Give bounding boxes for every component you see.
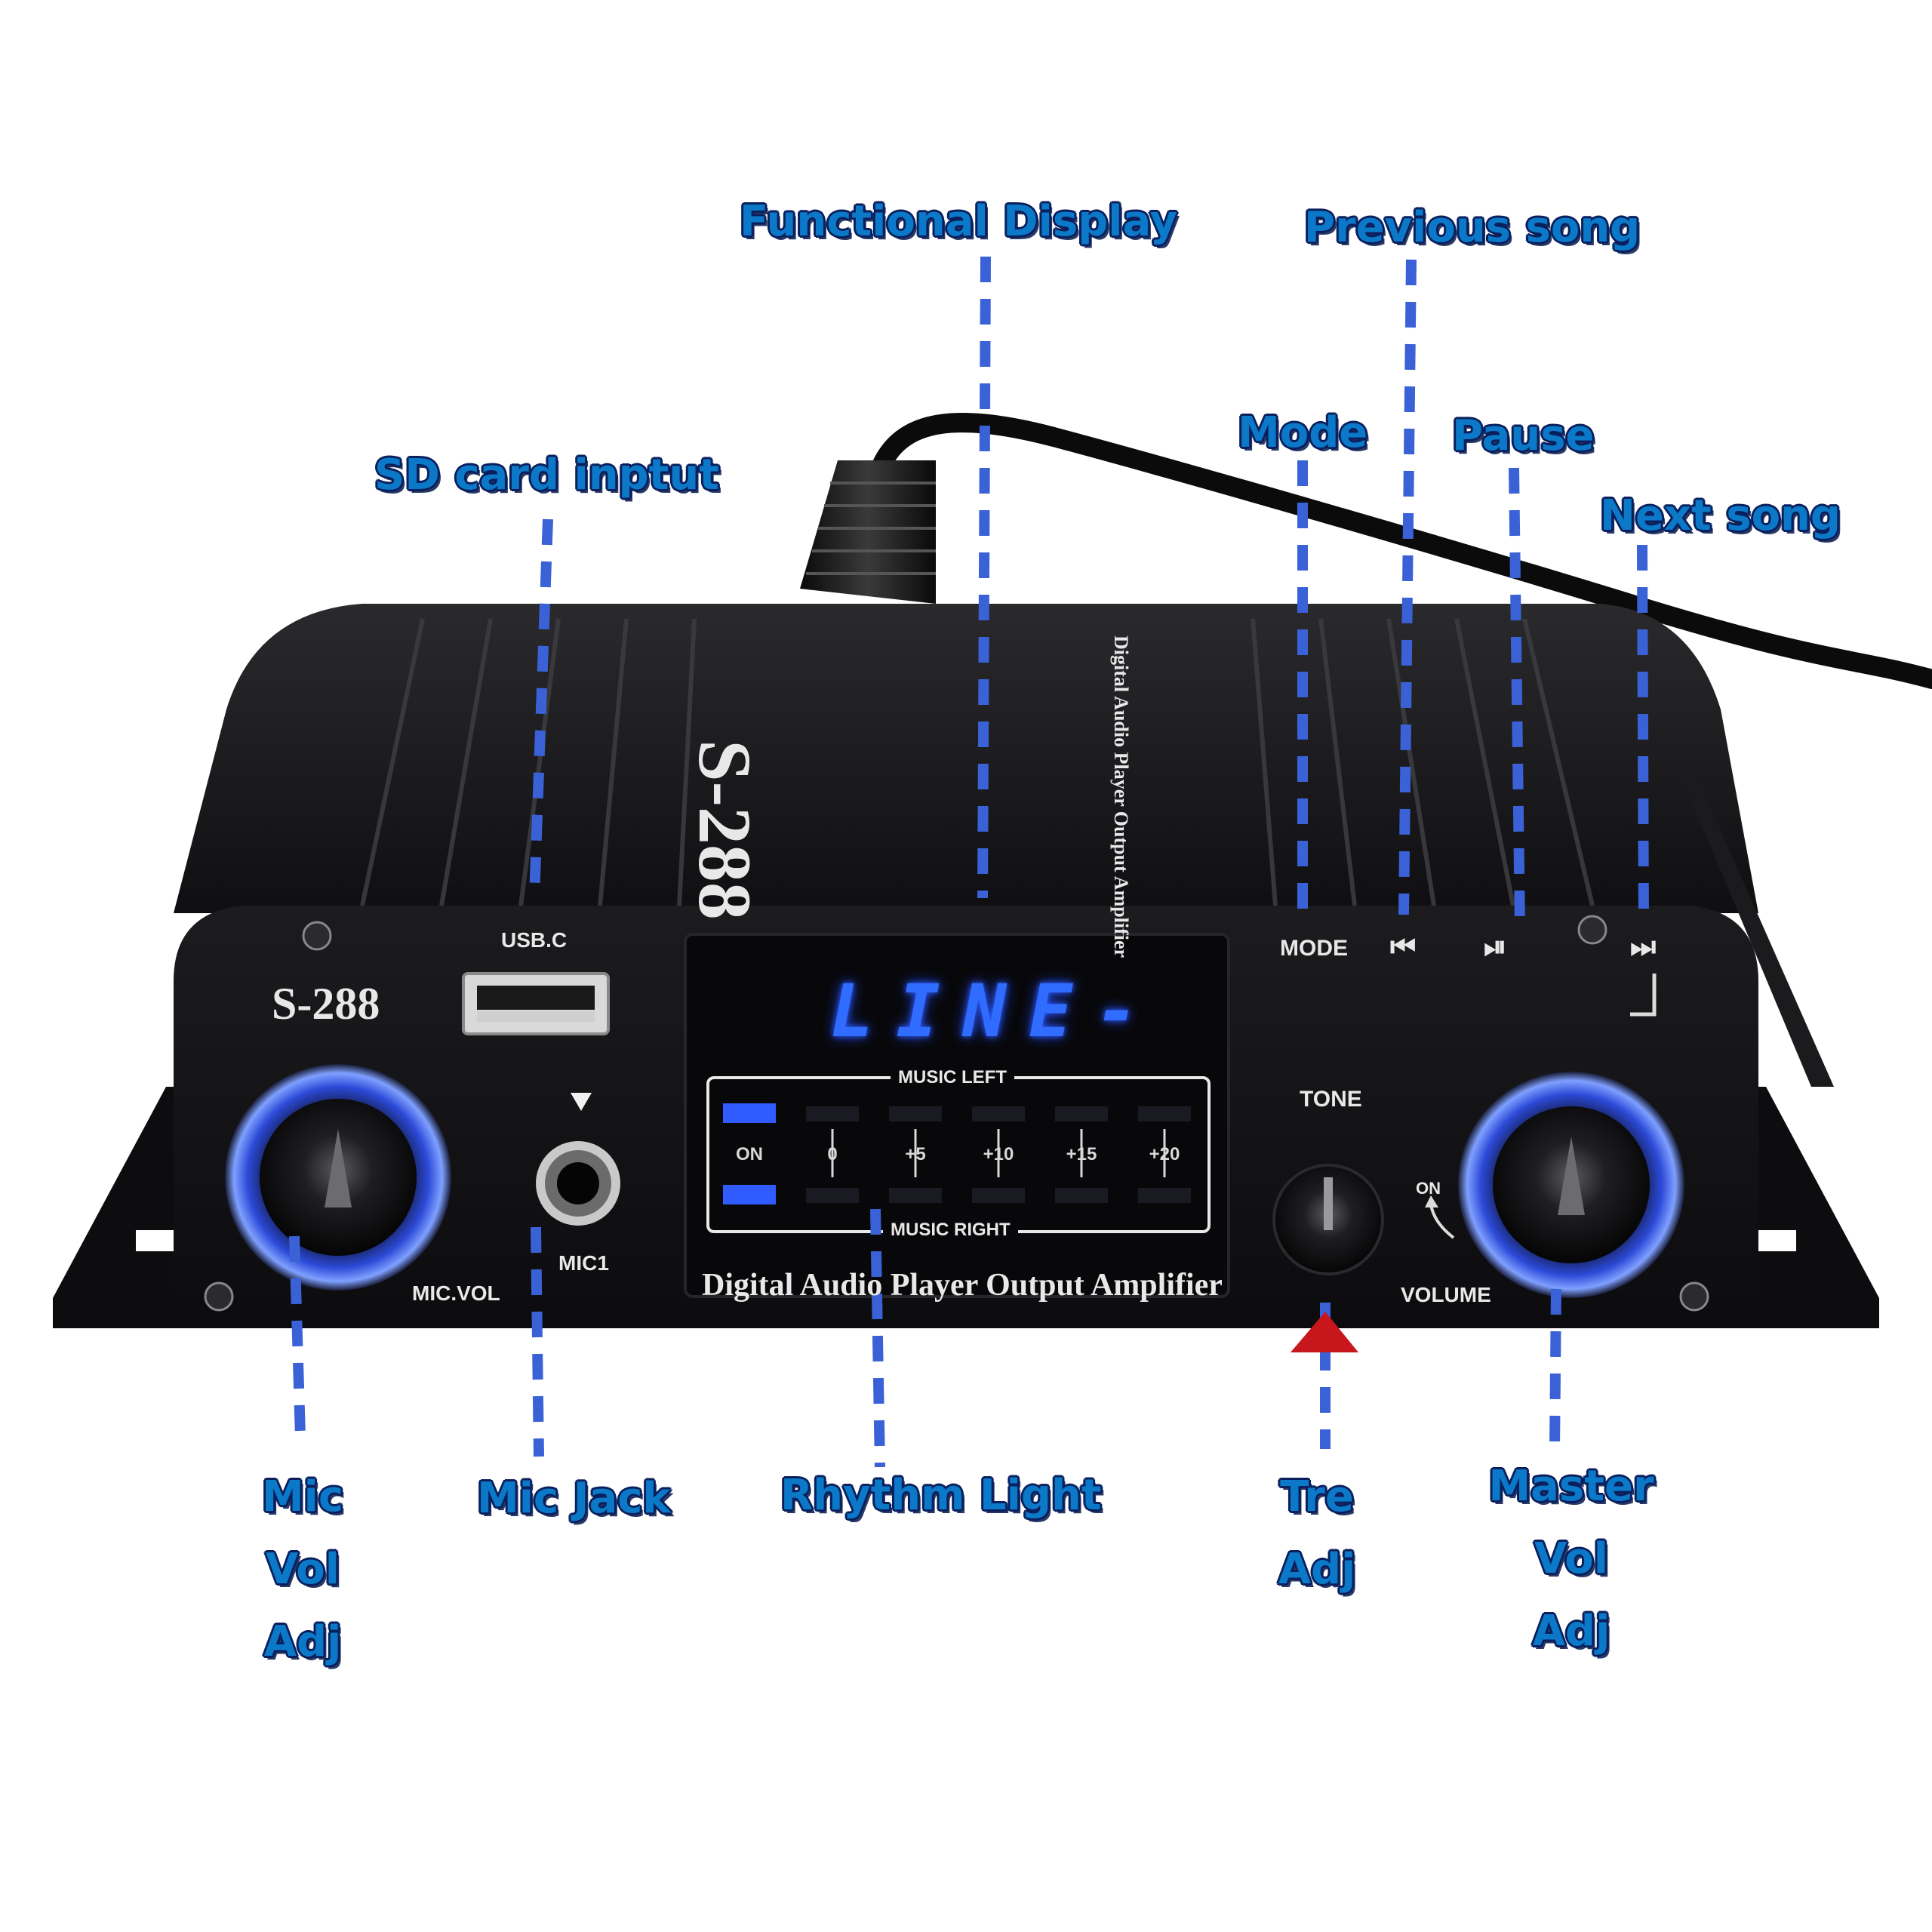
top-subtitle: Digital Audio Player Output Amplifier: [1110, 635, 1132, 958]
callout-line: Vol: [1534, 1534, 1608, 1583]
mic-jack[interactable]: [536, 1093, 620, 1226]
power-cable: [800, 413, 1932, 689]
scale-label: +5: [905, 1144, 926, 1164]
scale-label: ON: [736, 1144, 763, 1164]
play-pause-button[interactable]: ⏯: [1484, 931, 1507, 963]
bracket-icon: [1630, 974, 1657, 1017]
rhythm-light: [723, 1103, 1191, 1204]
previous-song-button[interactable]: ⏮: [1390, 931, 1417, 963]
scale-label: +15: [1066, 1144, 1097, 1164]
callout-line: Adj: [1278, 1545, 1356, 1594]
callout-master-vol-adj: Master Vol Adj: [1481, 1451, 1662, 1668]
music-left-label: MUSIC LEFT: [891, 1069, 1014, 1087]
model-front-label: S-288: [272, 979, 380, 1029]
mic-volume-knob[interactable]: [225, 1064, 451, 1291]
mic-vol-label: MIC.VOL: [412, 1281, 500, 1305]
scale-label: 0: [827, 1144, 838, 1164]
mic1-label: MIC1: [558, 1251, 609, 1275]
master-volume-knob[interactable]: [1458, 1072, 1684, 1298]
callout-line: Vol: [266, 1545, 340, 1594]
callout-mic-vol-adj: Mic Vol Adj: [254, 1461, 352, 1678]
callout-line: Master: [1488, 1462, 1654, 1511]
tone-knob[interactable]: [1272, 1164, 1384, 1275]
callout-pause: Pause: [1452, 411, 1595, 460]
callout-functional-display: Functional Display: [740, 197, 1178, 246]
next-song-button[interactable]: ⏭: [1630, 931, 1657, 963]
callout-line: Tre: [1280, 1472, 1354, 1521]
on-arrow-icon: [1425, 1195, 1455, 1239]
usb-port[interactable]: [462, 972, 610, 1035]
callout-line: Adj: [263, 1617, 342, 1666]
red-arrow-icon: [1291, 1312, 1358, 1352]
display-window: [684, 933, 1230, 1298]
callout-next-song: Next song: [1600, 491, 1841, 540]
chassis-top: [174, 604, 1834, 1087]
front-subtitle: Digital Audio Player Output Amplifier: [702, 1268, 1223, 1303]
tone-label: TONE: [1300, 1087, 1362, 1112]
screw-icon: [204, 915, 1709, 1312]
music-right-label: MUSIC RIGHT: [883, 1221, 1018, 1239]
callout-tre-adj: Tre Adj: [1268, 1461, 1366, 1606]
volume-label: VOLUME: [1401, 1283, 1491, 1306]
usb-label: USB.C: [501, 928, 568, 952]
callout-rhythm-light: Rhythm Light: [780, 1471, 1102, 1520]
model-top-label: S-288: [683, 740, 767, 920]
callout-line: Mic: [261, 1472, 344, 1521]
functional-display: LINE-: [830, 969, 1161, 1054]
callout-previous-song: Previous song: [1304, 203, 1641, 252]
scale-label: +20: [1149, 1144, 1180, 1164]
mode-button[interactable]: MODE: [1280, 936, 1348, 961]
callout-sd-card: SD card inptut: [374, 451, 720, 500]
callout-mode: Mode: [1238, 408, 1368, 457]
on-label: ON: [1416, 1179, 1441, 1198]
callout-mic-jack: Mic Jack: [477, 1474, 671, 1523]
callout-line: Adj: [1532, 1607, 1611, 1656]
scale-label: +10: [983, 1144, 1014, 1164]
